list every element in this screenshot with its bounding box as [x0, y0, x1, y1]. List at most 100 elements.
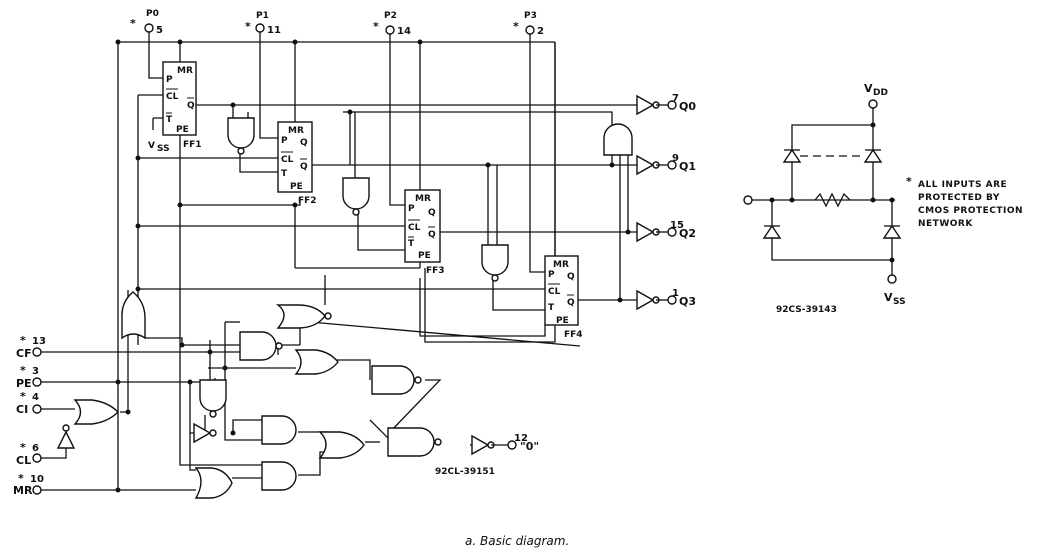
svg-text:FF1: FF1	[183, 140, 202, 150]
svg-text:PE: PE	[418, 251, 431, 261]
svg-text:MR: MR	[13, 484, 33, 497]
input-pe: * 3 PE	[16, 364, 42, 390]
svg-text:6: 6	[32, 443, 39, 454]
svg-text:Q1: Q1	[679, 160, 696, 173]
svg-text:DD: DD	[873, 88, 888, 98]
svg-text:P: P	[408, 204, 415, 214]
svg-text:SS: SS	[157, 144, 170, 154]
svg-text:FF4: FF4	[564, 330, 583, 340]
svg-text:CL: CL	[166, 92, 179, 102]
svg-text:SS: SS	[893, 297, 906, 307]
svg-text:9: 9	[672, 153, 679, 164]
svg-text:T: T	[548, 303, 555, 313]
svg-text:11: 11	[267, 25, 281, 36]
svg-text:*: *	[18, 472, 24, 485]
svg-text:PE: PE	[556, 316, 569, 326]
protection-note: * ALL INPUTS ARE PROTECTED BY CMOS PROTE…	[906, 175, 1023, 229]
output-q3: 1 Q3	[667, 288, 696, 308]
svg-text:CF: CF	[16, 347, 32, 360]
logic-gates	[56, 95, 668, 499]
svg-text:2: 2	[537, 26, 544, 37]
svg-text:5: 5	[156, 25, 163, 36]
svg-text:Q0: Q0	[679, 100, 696, 113]
svg-text:MR: MR	[553, 260, 569, 270]
input-ci: * 4 CI	[16, 390, 42, 416]
preset-input-p3: * P3 2	[513, 11, 544, 37]
svg-text:PE: PE	[16, 377, 32, 390]
output-zero: 12 "0"	[507, 433, 539, 453]
svg-text:P: P	[166, 75, 173, 85]
main-diagram-code: 92CL-39151	[435, 467, 495, 477]
svg-text:*: *	[373, 20, 379, 33]
svg-text:PE: PE	[176, 125, 189, 135]
svg-text:ALL INPUTS ARE: ALL INPUTS ARE	[918, 180, 1007, 190]
svg-text:Q: Q	[300, 138, 308, 148]
svg-text:T: T	[166, 115, 173, 125]
svg-text:*: *	[513, 20, 519, 33]
svg-text:MR: MR	[415, 194, 431, 204]
svg-text:CMOS PROTECTION: CMOS PROTECTION	[918, 206, 1023, 216]
svg-text:4: 4	[32, 392, 39, 403]
svg-text:14: 14	[397, 26, 411, 37]
svg-text:Q3: Q3	[679, 295, 696, 308]
input-cf: * 13 CF	[16, 334, 46, 360]
svg-text:Q: Q	[428, 230, 436, 240]
svg-text:T: T	[408, 239, 415, 249]
svg-text:92CS-39143: 92CS-39143	[776, 305, 837, 315]
svg-text:15: 15	[670, 220, 684, 231]
svg-text:CL: CL	[16, 454, 31, 467]
svg-text:1: 1	[672, 288, 679, 299]
svg-text:FF3: FF3	[426, 266, 445, 276]
input-mr: * 10 MR	[13, 472, 44, 497]
svg-text:Q: Q	[300, 162, 308, 172]
svg-text:Q2: Q2	[679, 227, 696, 240]
svg-text:V: V	[884, 291, 893, 304]
preset-input-p1: * P1 11	[245, 11, 281, 36]
svg-text:P1: P1	[256, 11, 269, 21]
flip-flop-ff1: MR P CL Q T PE FF1 V SS	[148, 61, 202, 154]
svg-text:PE: PE	[290, 182, 303, 192]
svg-text:CL: CL	[548, 287, 561, 297]
flip-flop-ff3: MR P Q CL Q T PE FF3	[404, 189, 445, 276]
svg-text:13: 13	[32, 336, 46, 347]
svg-text:*: *	[20, 364, 26, 377]
svg-text:Q: Q	[187, 101, 195, 111]
svg-text:V: V	[864, 82, 873, 95]
svg-text:P: P	[548, 270, 555, 280]
svg-text:P: P	[281, 136, 288, 146]
svg-text:10: 10	[30, 474, 44, 485]
preset-input-p0: * P0 5	[130, 9, 163, 36]
svg-text:"0": "0"	[520, 440, 539, 453]
flip-flop-ff4: MR P Q CL Q T PE FF4	[544, 255, 583, 340]
svg-text:CL: CL	[408, 223, 421, 233]
svg-text:*: *	[20, 441, 26, 454]
svg-text:3: 3	[32, 366, 39, 377]
svg-text:*: *	[906, 175, 912, 188]
svg-text:P3: P3	[524, 11, 537, 21]
svg-text:P2: P2	[384, 11, 397, 21]
svg-text:V: V	[148, 141, 155, 151]
input-cl: * 6 CL	[16, 441, 42, 467]
svg-text:MR: MR	[177, 66, 193, 76]
junction-dots	[115, 39, 631, 493]
svg-text:Q: Q	[567, 298, 575, 308]
svg-text:*: *	[20, 334, 26, 347]
svg-text:P0: P0	[146, 9, 159, 19]
figure-caption: a. Basic diagram.	[465, 534, 569, 548]
svg-text:CL: CL	[281, 155, 294, 165]
svg-text:Q: Q	[567, 272, 575, 282]
svg-text:MR: MR	[288, 126, 304, 136]
protection-network: V DD V SS 92CS-39143	[743, 82, 906, 315]
preset-input-p2: * P2 14	[373, 11, 411, 37]
svg-text:*: *	[245, 20, 251, 33]
svg-text:T: T	[281, 169, 288, 179]
svg-text:*: *	[130, 17, 136, 30]
svg-text:PROTECTED BY: PROTECTED BY	[918, 193, 1000, 203]
output-q2: 15 Q2	[667, 220, 696, 240]
output-q0: 7 Q0	[667, 93, 696, 113]
svg-text:FF2: FF2	[298, 196, 317, 206]
output-q1: 9 Q1	[667, 153, 696, 173]
svg-text:CI: CI	[16, 403, 28, 416]
svg-text:12: 12	[514, 433, 528, 444]
